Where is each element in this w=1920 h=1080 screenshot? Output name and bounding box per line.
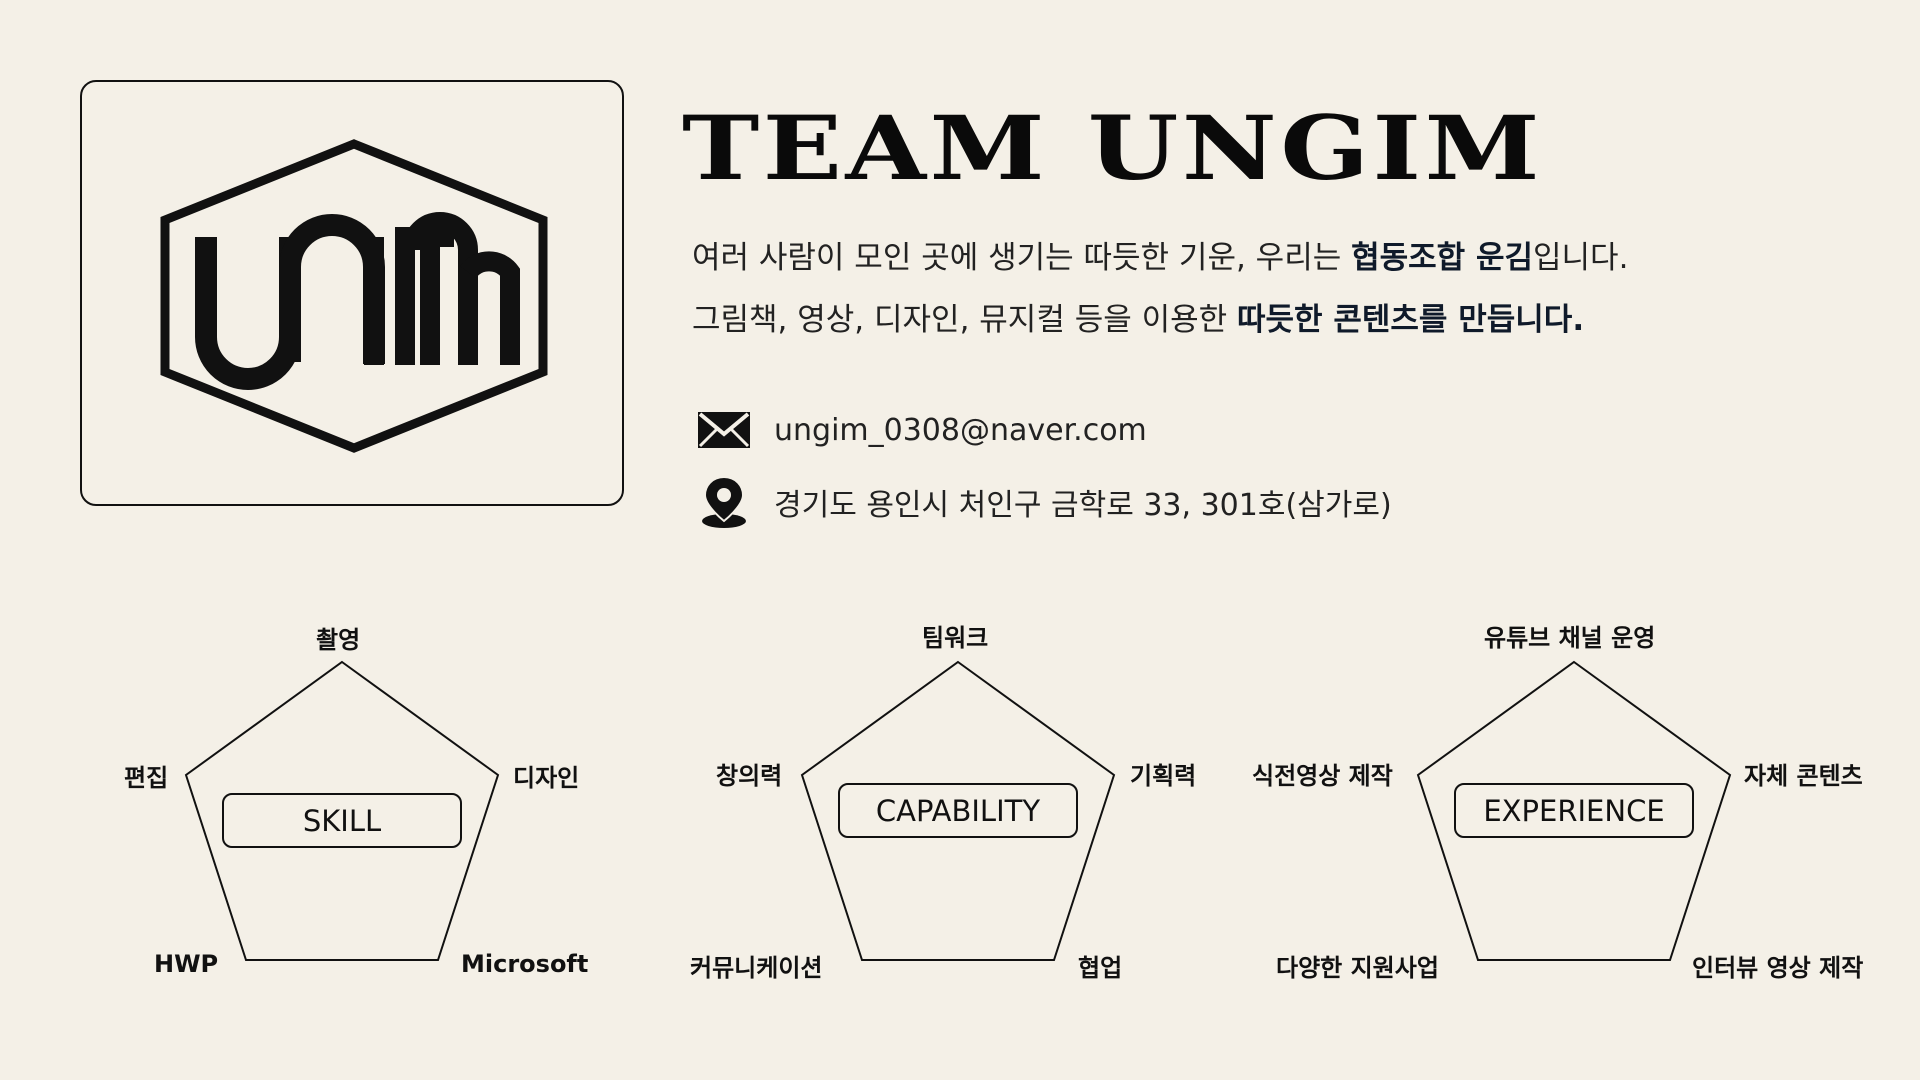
radar-axis-bottom-right: Microsoft [461,950,589,978]
radar-axis-top: 유튜브 채널 운영 [1484,624,1656,652]
email-row[interactable]: ungim_0308@naver.com [696,402,1147,458]
radar-axis-right: 기획력 [1130,762,1197,790]
description-line-1-bold: 협동조합 운김 [1351,240,1534,276]
radar-axis-left: 편집 [124,764,169,792]
radar-center-label: CAPABILITY [838,783,1078,838]
radar-axis-bottom-right: 인터뷰 영상 제작 [1692,954,1864,982]
radar-axis-right: 자체 콘텐츠 [1744,762,1863,790]
radar-axis-bottom-right: 협업 [1078,954,1123,982]
radar-axis-bottom-left: HWP [154,950,219,978]
radar-axis-top: 촬영 [316,626,361,654]
description-line-2: 그림책, 영상, 디자인, 뮤지컬 등을 이용한 따듯한 콘텐츠를 만듭니다. [692,294,1584,339]
radar-center-label: EXPERIENCE [1454,783,1694,838]
radar-axis-right: 디자인 [513,764,580,792]
mail-icon [696,402,752,458]
radar-axis-bottom-left: 다양한 지원사업 [1276,954,1439,982]
radar-axis-left: 식전영상 제작 [1252,762,1393,790]
team-title: TEAM UNGIM [682,96,1544,200]
radar-axis-left: 창의력 [716,762,783,790]
radar-capability-pentagon [800,660,1116,961]
radar-axis-top: 팀워크 [922,624,989,652]
radar-skill-pentagon [184,660,500,961]
logo-card [80,80,624,506]
description-line-2-bold: 따듯한 콘텐츠를 만듭니다. [1237,302,1585,338]
description-line-1: 여러 사람이 모인 곳에 생기는 따듯한 기운, 우리는 협동조합 운김입니다. [692,232,1628,277]
description-line-1-prefix: 여러 사람이 모인 곳에 생기는 따듯한 기운, 우리는 [692,240,1352,276]
email-text[interactable]: ungim_0308@naver.com [774,412,1147,448]
description-line-1-suffix: 입니다. [1533,240,1629,276]
radar-center-label: SKILL [222,793,462,848]
radar-experience: EXPERIENCE 유튜브 채널 운영 자체 콘텐츠 인터뷰 영상 제작 다양… [1252,600,1863,1000]
radar-capability: CAPABILITY 팀워크 기획력 협업 커뮤니케이션 창의력 [678,600,1238,1000]
address-row: 경기도 용인시 처인구 금학로 33, 301호(삼가로) [696,474,1392,530]
address-text: 경기도 용인시 처인구 금학로 33, 301호(삼가로) [774,488,1392,523]
unim-logo [160,139,548,453]
radar-experience-pentagon [1416,660,1732,961]
location-pin-icon [696,474,752,530]
radar-skill: SKILL 촬영 디자인 Microsoft HWP 편집 [62,600,622,1000]
radar-axis-bottom-left: 커뮤니케이션 [690,954,823,982]
description-line-2-prefix: 그림책, 영상, 디자인, 뮤지컬 등을 이용한 [692,302,1238,338]
